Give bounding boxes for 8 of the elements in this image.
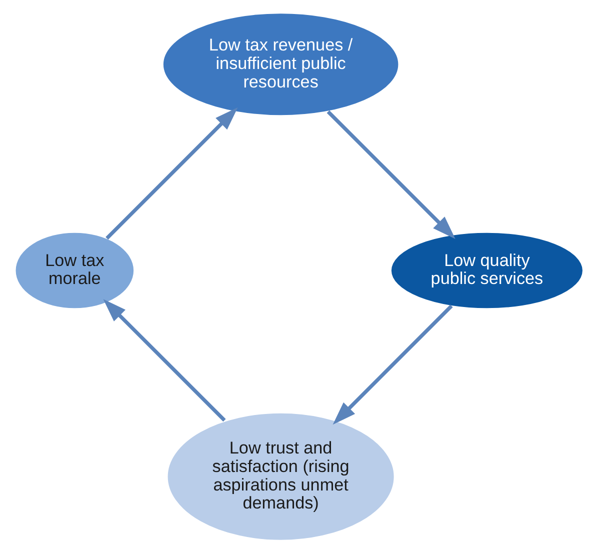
node-ellipse: Low tax revenues / insufficient public resources [162,12,400,116]
node-ellipse: Low tax morale [14,232,135,310]
node-ellipse: Low trust and satisfaction (rising aspirations unmet demands) [166,412,396,542]
arrow [326,110,456,239]
arrow [103,299,226,422]
node-ellipse: Low quality public services [390,232,584,310]
arrow [332,304,453,425]
arrow [106,107,238,240]
